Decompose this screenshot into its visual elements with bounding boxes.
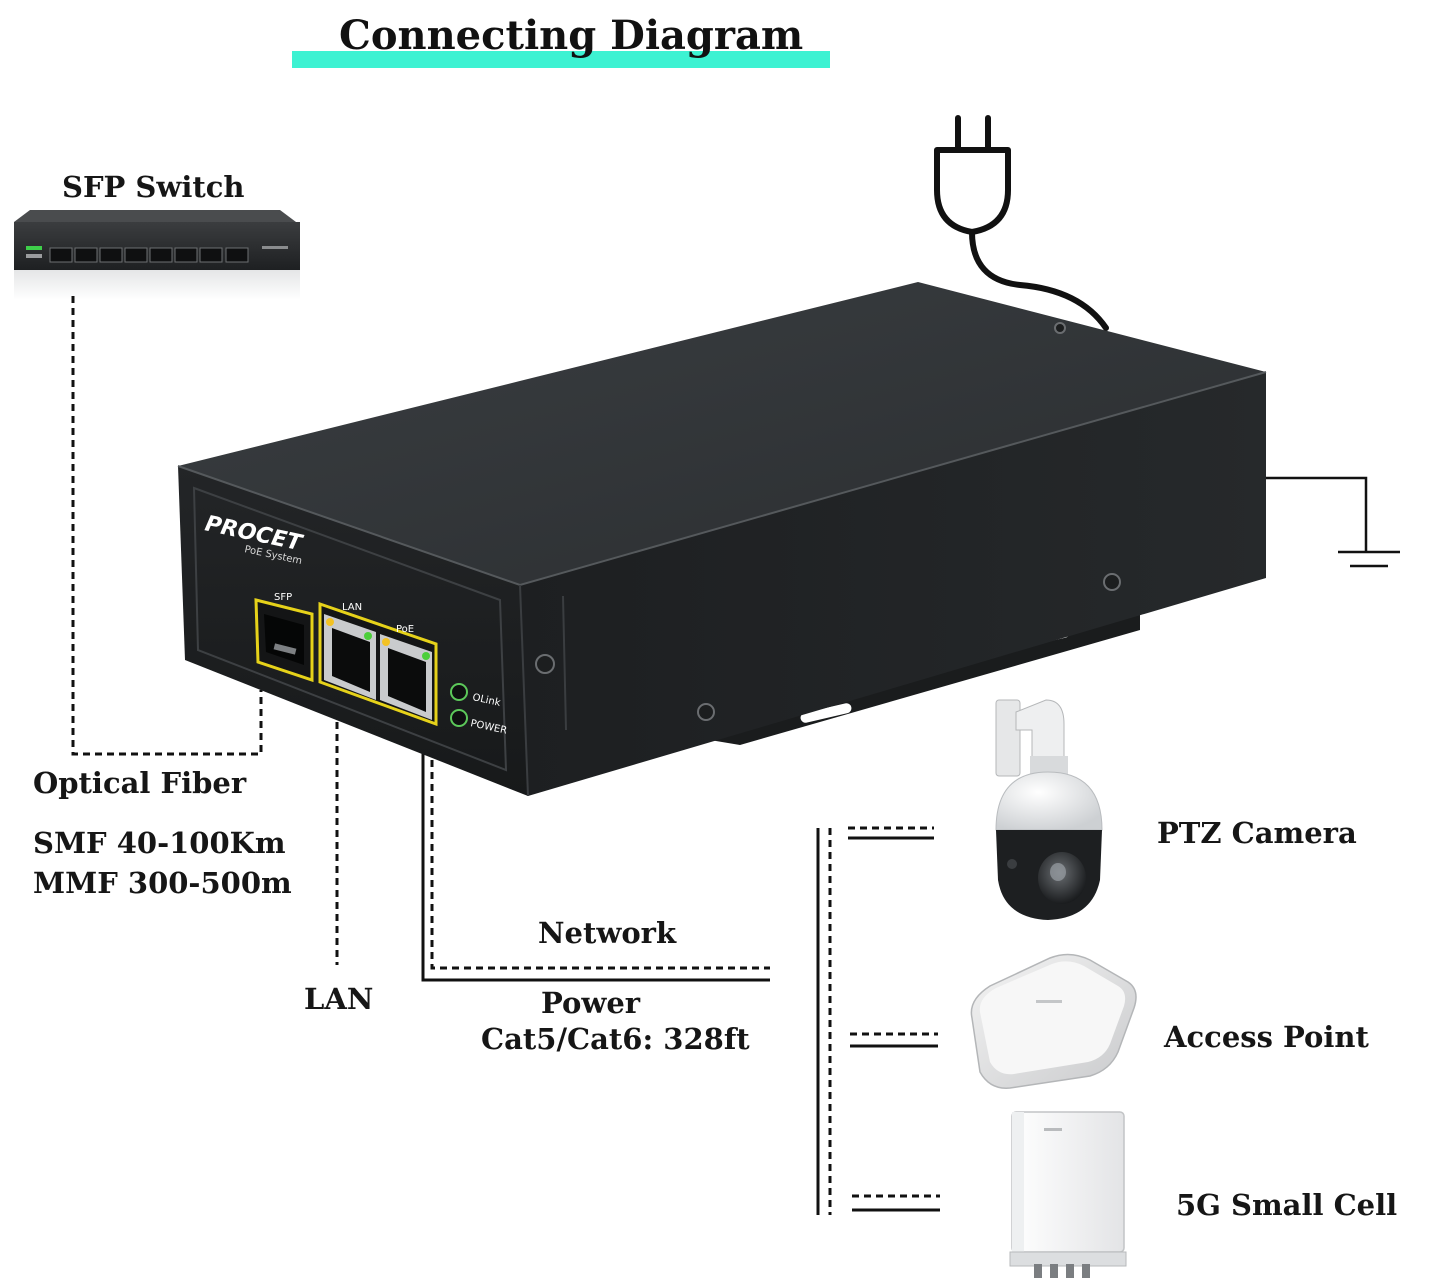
cable-spec-label: Cat5/Cat6: 328ft — [481, 1022, 750, 1056]
poe-port: PoE — [380, 624, 432, 720]
lan-label: LAN — [304, 982, 374, 1016]
small-cell-label: 5G Small Cell — [1176, 1188, 1398, 1222]
lan-port-label: LAN — [342, 602, 362, 613]
network-dashed-link — [430, 760, 770, 970]
small-cell-icon — [1009, 1111, 1127, 1278]
poe-port-label: PoE — [396, 624, 414, 635]
title-highlight — [292, 51, 830, 68]
smf-spec-label: SMF 40-100Km — [33, 826, 286, 860]
ground-icon — [1266, 476, 1400, 568]
network-label: Network — [538, 916, 677, 950]
access-point-label: Access Point — [1164, 1020, 1369, 1054]
mmf-spec-label: MMF 300-500m — [33, 866, 292, 900]
access-point-icon — [970, 953, 1137, 1089]
optical-fiber-label: Optical Fiber — [33, 766, 247, 800]
sfp-port: SFP — [254, 592, 314, 683]
fiber-dashed-link — [71, 296, 263, 756]
sfp-switch-label: SFP Switch — [62, 170, 245, 204]
power-plug-icon — [934, 115, 1109, 331]
power-solid-link — [421, 732, 770, 982]
sfp-port-label: SFP — [274, 592, 292, 603]
ptz-camera-icon — [995, 699, 1103, 920]
ptz-camera-label: PTZ Camera — [1157, 816, 1357, 850]
sfp-switch-icon — [14, 210, 300, 300]
lan-port: LAN — [324, 602, 376, 700]
power-label: Power — [541, 986, 641, 1020]
poe-injector-device: PROCET PoE System SFP LAN — [177, 282, 1267, 797]
diagram-title: Connecting Diagram — [339, 12, 804, 59]
